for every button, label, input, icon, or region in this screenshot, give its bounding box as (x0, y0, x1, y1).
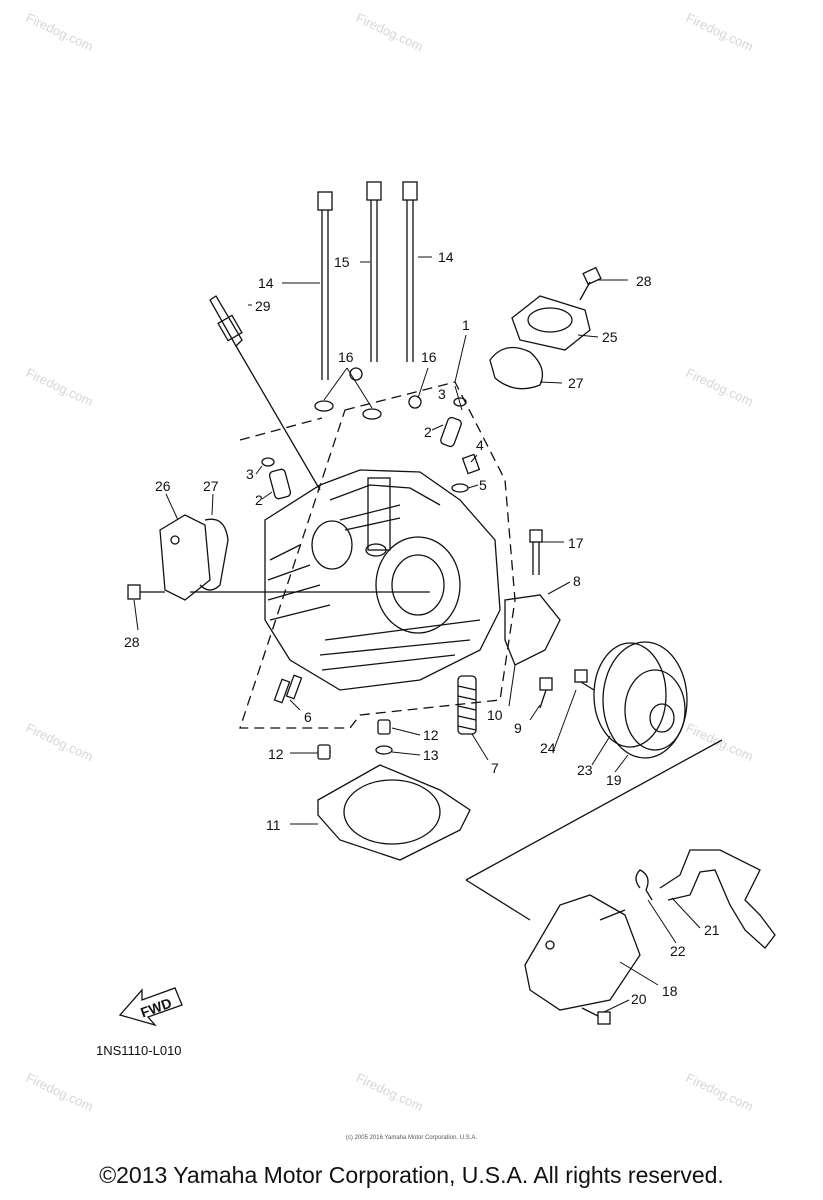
o-ring-27-left (199, 518, 229, 591)
head-bolt-15 (366, 181, 382, 362)
bolt-9 (539, 677, 553, 709)
callout-22: 22 (670, 943, 686, 959)
callout-26: 26 (155, 478, 171, 494)
hose-clip (635, 869, 653, 901)
head-bolt-14-right (402, 181, 418, 362)
callout-15: 15 (334, 254, 350, 270)
callout-12: 12 (268, 746, 284, 762)
callout-8: 8 (573, 573, 581, 589)
spring-7 (457, 675, 477, 735)
head-bolt-14-left (317, 191, 333, 380)
washer-13 (375, 745, 393, 755)
callout-28: 28 (124, 634, 140, 650)
head-gasket (317, 764, 471, 861)
gasket-8 (504, 594, 561, 666)
callout-25: 25 (602, 329, 618, 345)
callout-18: 18 (662, 983, 678, 999)
bolt-20 (581, 1007, 611, 1025)
fwd-label: FWD (138, 995, 173, 1021)
spark-plug (209, 295, 321, 491)
callout-16: 16 (421, 349, 437, 365)
o-ring-27-top (489, 346, 544, 390)
fine-print: (c) 2005 2016 Yamaha Motor Corporation, … (345, 1135, 478, 1141)
callout-16: 16 (338, 349, 354, 365)
bolt-17 (529, 529, 543, 575)
bolt-28-top (579, 266, 602, 301)
callout-2: 2 (255, 492, 263, 508)
callout-9: 9 (514, 720, 522, 736)
cylinder-head (264, 469, 501, 691)
leader-lines (133, 256, 701, 1013)
forward-arrow (118, 987, 183, 1027)
callout-2: 2 (424, 424, 432, 440)
collar-12-left (317, 744, 331, 760)
intake-joint (511, 295, 591, 351)
plug-4 (451, 453, 481, 493)
callout-7: 7 (491, 760, 499, 776)
callout-27: 27 (203, 478, 219, 494)
valve-guide-left (261, 457, 292, 500)
copyright-notice: ©2013 Yamaha Motor Corporation, U.S.A. A… (99, 1162, 724, 1188)
gasket-23 (593, 642, 667, 748)
callout-4: 4 (476, 437, 484, 453)
callout-numbers: 1 2 2 3 3 4 5 6 7 8 9 10 11 12 12 13 14 … (124, 249, 720, 1007)
collar-12-right (377, 719, 391, 735)
callout-27: 27 (568, 375, 584, 391)
callout-3: 3 (438, 386, 446, 402)
callout-14: 14 (258, 275, 274, 291)
washer-16-left (314, 400, 334, 412)
dowel-pins-6 (273, 674, 303, 704)
callout-10: 10 (487, 707, 503, 723)
callout-20: 20 (631, 991, 647, 1007)
callout-19: 19 (606, 772, 622, 788)
leader-line (465, 879, 531, 921)
washer-16-right (362, 408, 382, 420)
leader-line (465, 739, 723, 881)
callout-14: 14 (438, 249, 454, 265)
callout-3: 3 (246, 466, 254, 482)
cover-19 (602, 641, 688, 759)
callout-23: 23 (577, 762, 593, 778)
bolt-24 (574, 669, 595, 691)
callout-29: 29 (255, 298, 271, 314)
side-cover (159, 514, 211, 601)
callout-28: 28 (636, 273, 652, 289)
assembly-boundary (239, 381, 516, 729)
callout-5: 5 (479, 477, 487, 493)
breather-hose (659, 849, 776, 949)
valve-guide-right (440, 397, 467, 448)
diagram-reference-code: 1NS1110-L010 (96, 1043, 182, 1058)
breather-cover-18 (524, 894, 641, 1011)
bolt-28-left (127, 584, 430, 600)
callout-21: 21 (704, 922, 720, 938)
callout-24: 24 (540, 740, 556, 756)
callout-6: 6 (304, 709, 312, 725)
callout-17: 17 (568, 535, 584, 551)
callout-12: 12 (423, 727, 439, 743)
callout-11: 11 (266, 817, 281, 833)
callout-13: 13 (423, 747, 439, 763)
callout-1: 1 (462, 317, 470, 333)
